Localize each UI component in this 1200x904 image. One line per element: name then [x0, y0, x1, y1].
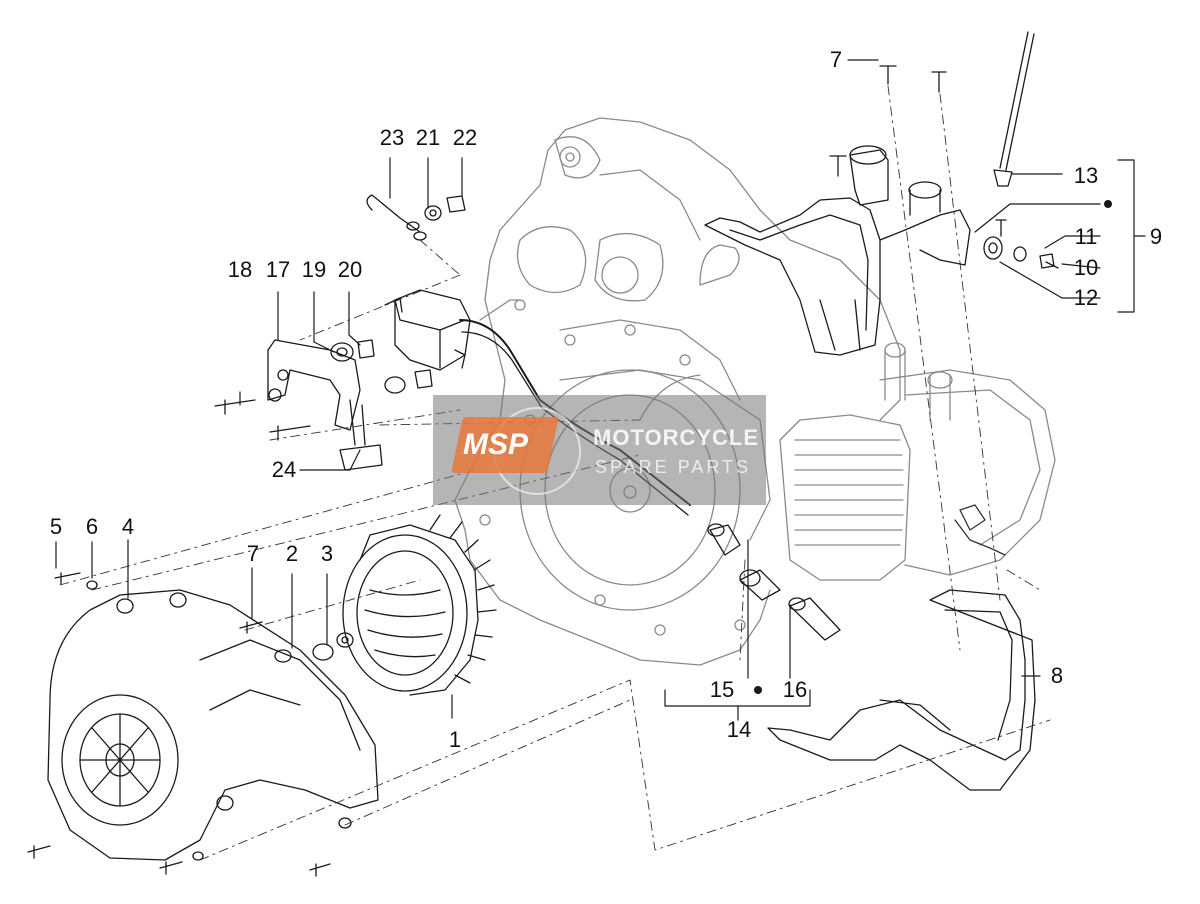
callout-16: 16 — [782, 677, 808, 702]
callout-21: 21 — [415, 125, 441, 150]
callout-9: 9 — [1149, 224, 1163, 249]
callout-19: 19 — [301, 257, 327, 282]
callout-23: 23 — [379, 125, 405, 150]
callout-2: 2 — [285, 541, 299, 566]
watermark: MSP MOTORCYCLE SPARE PARTS — [433, 395, 766, 505]
dipstick-drawing — [983, 31, 1059, 269]
callout-6: 6 — [85, 514, 99, 539]
callout-24: 24 — [271, 457, 297, 482]
callout-13: 13 — [1073, 163, 1099, 188]
callout-10: 10 — [1073, 255, 1099, 280]
flywheel-fan-drawing — [274, 514, 497, 696]
callout-15: 15 — [709, 677, 735, 702]
watermark-line-1: MOTORCYCLE — [593, 425, 760, 450]
callout-5: 5 — [49, 514, 63, 539]
callout-dot-9 — [1104, 200, 1112, 208]
leader-lines — [55, 59, 1146, 721]
callout-14: 14 — [726, 717, 752, 742]
ground-lead-drawing — [366, 194, 466, 241]
top-screws-drawing — [829, 65, 1007, 237]
callout-22: 22 — [452, 125, 478, 150]
shroud-bracket-drawing — [704, 145, 971, 356]
splash-guard-drawing — [767, 589, 1036, 791]
callout-1: 1 — [448, 727, 462, 752]
callout-3: 3 — [320, 541, 334, 566]
watermark-line-2: SPARE PARTS — [595, 457, 752, 477]
callout-dot-14 — [754, 686, 762, 694]
callout-17: 17 — [265, 257, 291, 282]
callout-7-upper: 7 — [829, 47, 843, 72]
callout-8: 8 — [1050, 663, 1064, 688]
crankcase-drawing — [454, 117, 1056, 666]
coil-bracket-drawing — [214, 339, 433, 471]
callout-11: 11 — [1074, 224, 1098, 249]
callout-20: 20 — [337, 257, 363, 282]
hose-fittings-drawing — [707, 523, 841, 641]
callout-4: 4 — [121, 514, 135, 539]
callout-12: 12 — [1073, 285, 1099, 310]
callout-18: 18 — [227, 257, 253, 282]
callout-7-lower: 7 — [246, 541, 260, 566]
watermark-logo: MSP — [463, 428, 529, 461]
fan-cover-drawing — [27, 572, 379, 877]
